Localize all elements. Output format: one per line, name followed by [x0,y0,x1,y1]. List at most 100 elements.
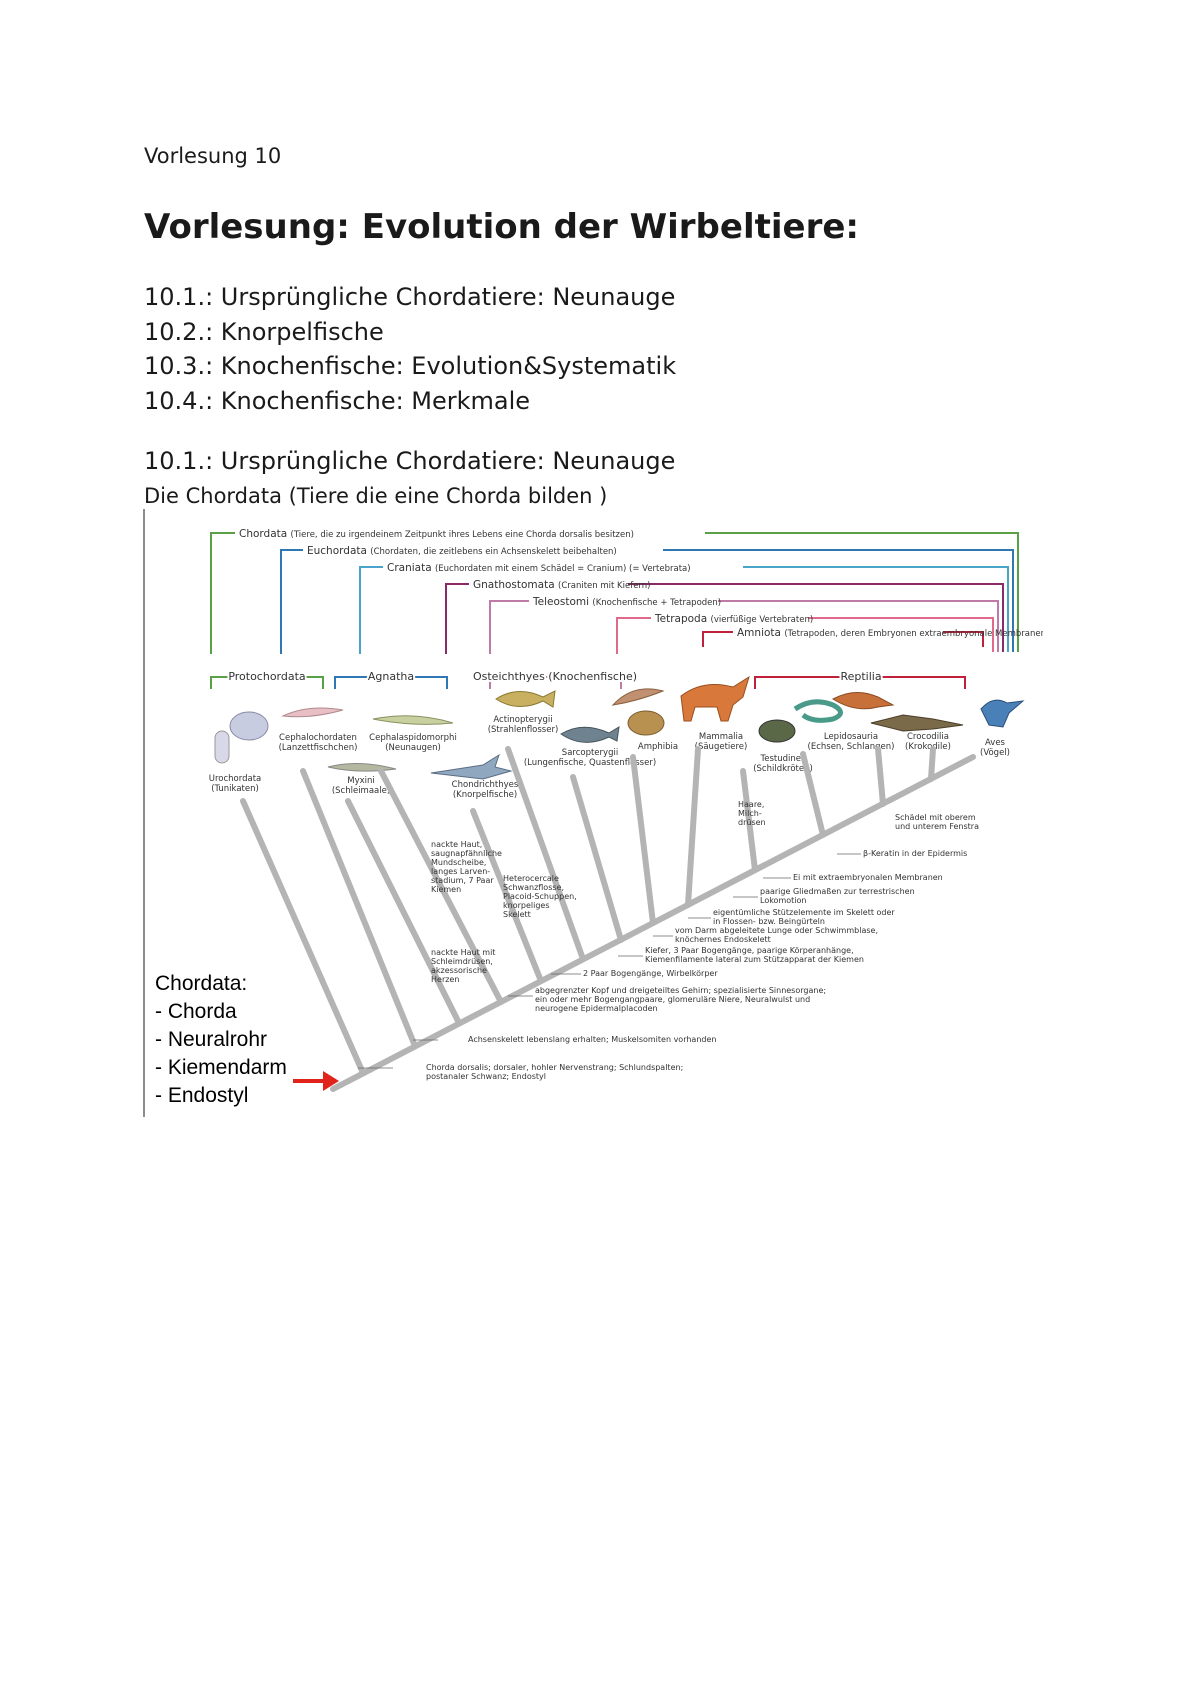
lizard-illustration [832,692,895,710]
bracket-craniata-line [359,566,383,654]
stem-note-ei: Ei mit extraembryonalen Membranen [793,873,943,882]
crocodile-illustration [870,714,964,732]
taxon-testudines: Testudines(Schildkröten) [753,754,813,774]
toc-item: 10.1.: Ursprüngliche Chordatiere: Neunau… [144,283,676,311]
taxon-lepidosauria: Lepidosauria(Echsen, Schlangen) [808,732,895,752]
chordata-box: Chordata: - Chorda - Neuralrohr - Kiemen… [155,972,287,1107]
bracket-tetrapoda-label: Tetrapoda (vierfüßige Vertebraten) [654,613,813,625]
branch-urochordata [240,798,366,1076]
toc-item: 10.2.: Knorpelfische [144,317,384,346]
stem-note-kopf: abgegrenzter Kopf und dreigeteiltes Gehi… [535,986,826,1013]
branch-actinopterygii [505,746,586,962]
branch-cephalaspidomorphi [378,768,504,1005]
branch-mammalia [685,746,701,908]
bracket-amniota-label: Amniota (Tetrapoden, deren Embryonen ext… [737,627,1043,639]
perch-illustration [495,690,556,708]
branch-testudines [740,768,758,873]
fox-illustration [680,675,750,722]
stem-note-keratin: β-Keratin in der Epidermis [863,849,967,858]
taxon-urochordata: Urochordata(Tunikaten) [209,774,261,794]
taxon-labels: Urochordata(Tunikaten) Cephalochordaten(… [209,715,1010,800]
snake-illustration [793,699,843,723]
bracket-craniata-label: Craniata (Euchordaten mit einem Schädel … [387,562,691,574]
group-agnatha-label: Agnatha [368,670,414,683]
branch-chondrichthyes [470,808,544,984]
bracket-teleostomi-line-right [718,600,999,652]
turtle-illustration [758,719,796,743]
group-protochordata-bracket [210,676,324,689]
group-osteichthyes-label: Osteichthyes (Knochenfische) [473,670,637,683]
section-subtitle: Die Chordata (Tiere die eine Chorda bild… [144,484,608,508]
phylogeny-tree: Chordata (Tiere, die zu irgendeinem Zeit… [143,509,1043,1117]
group-reptilia-label: Reptilia [840,670,881,683]
coelacanth-illustration [560,726,620,743]
bracket-euchordata-line [280,549,303,654]
branch-sarcopterygii [570,774,624,943]
taxon-mammalia: Mammalia(Säugetiere) [695,732,748,752]
branch-myxini [345,798,462,1026]
bracket-chordata-label: Chordata (Tiere, die zu irgendeinem Zeit… [239,528,634,540]
kingfisher-illustration [980,699,1025,728]
bracket-amniota-line-right [943,631,984,647]
bracket-gnathostomata-line-right [628,583,1004,652]
bracket-tetrapoda-line [616,617,651,654]
taxon-aves: Aves(Vögel) [980,738,1010,758]
red-arrow [293,1071,339,1091]
branch-cephalochordaten [300,768,418,1049]
stem-note-bogengaenge: 2 Paar Bogengänge, Wirbelkörper [583,969,718,978]
tree-branches [240,746,976,1092]
bracket-euchordata-label: Euchordata (Chordaten, die zeitlebens ei… [307,545,617,557]
side-note-mammalia: Haare,Milch-drüsen [738,800,766,827]
lancelet-illustration [281,707,344,718]
stem-note-lunge: vom Darm abgeleitete Lunge oder Schwimmb… [675,926,878,944]
bracket-amniota-line [702,631,733,647]
stem-notes: β-Keratin in der Epidermis Ei mit extrae… [358,849,967,1081]
taxon-myxini: Myxini(Schleimaale) [332,776,390,796]
salamander-illustration [611,688,665,706]
animal-illustrations [214,675,1025,780]
group-brackets [210,676,966,689]
frog-illustration [627,710,665,736]
bracket-chordata-line [210,532,235,654]
chordata-box-item: - Neuralrohr [155,1028,267,1051]
lamprey-illustration [372,715,454,725]
page-label: Vorlesung 10 [144,144,282,168]
chordata-box-item: - Chorda [155,1000,237,1023]
taxon-cephalaspidomorphi: Cephalaspidomorphi(Neunaugen) [369,733,457,753]
group-osteichthyes-bracket [489,676,622,689]
bracket-teleostomi-label: Teleostomi (Knochenfische + Tetrapoden) [532,596,721,608]
group-protochordata-label: Protochordata [228,670,305,683]
table-of-contents: 10.1.: Ursprüngliche Chordatiere: Neunau… [144,280,676,418]
taxon-chondrichthyes: Chondrichthyes(Knorpelfische) [452,780,519,800]
toc-item: 10.3.: Knochenfische: Evolution&Systemat… [144,352,677,380]
chordata-box-item: - Kiemendarm [155,1056,287,1079]
toc-item: 10.4.: Knochenfische: Merkmale [144,386,531,415]
shark-illustration [430,753,513,780]
bracket-euchordata-line-right [663,549,1014,652]
taxon-cephalochordaten: Cephalochordaten(Lanzettfischchen) [279,733,358,753]
bracket-tetrapoda-line-right [808,617,994,652]
chordata-box-item: - Endostyl [155,1084,248,1107]
taxon-amphibia: Amphibia [638,742,678,752]
chordata-box-title: Chordata: [155,972,247,995]
bracket-teleostomi-line [489,600,529,654]
taxon-sarcopterygii: Sarcopterygii(Lungenfische, Quastenfloss… [524,748,656,768]
branch-amphibia [630,754,656,926]
section-heading: 10.1.: Ursprüngliche Chordatiere: Neunau… [144,447,676,475]
tunicate-illustration-2 [229,711,269,741]
tunicate-illustration [214,730,230,764]
hagfish-illustration [327,762,397,772]
bracket-gnathostomata-label: Gnathostomata (Craniten mit Kiefern) [473,579,650,591]
bracket-craniata-line-right [743,566,1009,652]
stem-note-achsenskelett: Achsenskelett lebenslang erhalten; Muske… [468,1035,716,1044]
phylogeny-figure: Chordata (Tiere, die zu irgendeinem Zeit… [143,509,1043,1117]
taxon-actinopterygii: Actinopterygii(Strahlenflosser) [488,715,559,735]
group-reptilia-bracket [754,676,966,689]
stem-note-chorda: Chorda dorsalis; dorsaler, hohler Nerven… [426,1063,683,1081]
